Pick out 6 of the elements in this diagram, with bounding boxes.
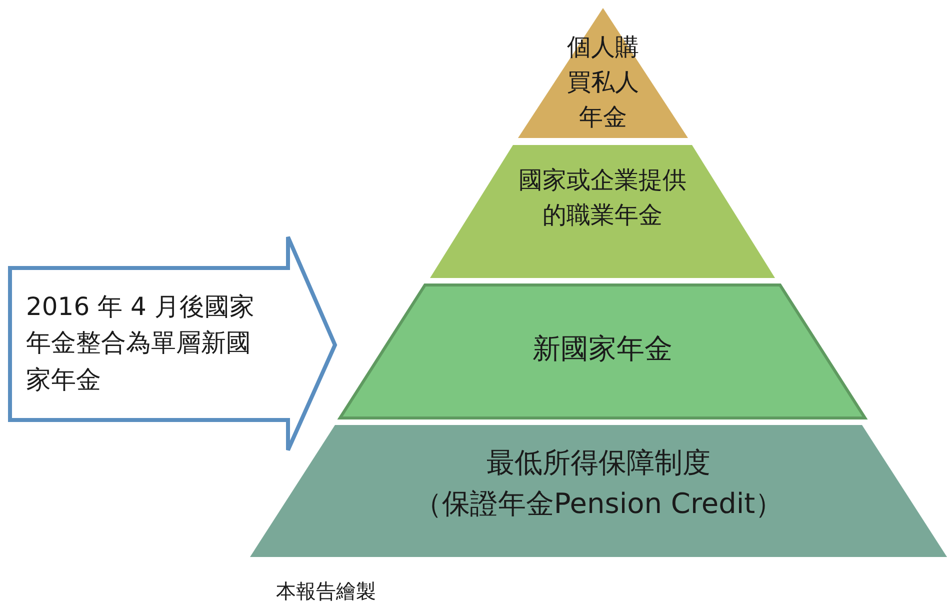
layer-label: 最低所得保障制度 [486, 445, 712, 481]
callout-text: 2016 年 4 月後國家年金整合為單層新國家年金 [26, 291, 256, 396]
source-note: 本報告繪製 [276, 578, 376, 605]
layer-label: 新國家年金 [532, 331, 674, 367]
layer-label: 國家或企業提供的職業年金 [518, 165, 688, 231]
layer-sublabel: （保證年金Pension Credit） [412, 486, 784, 522]
